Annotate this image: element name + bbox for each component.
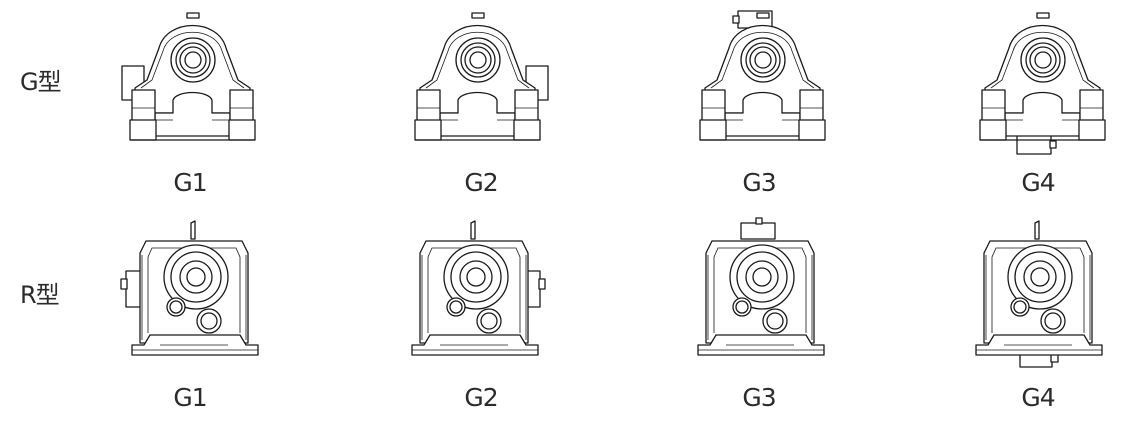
input-shaft-inner <box>480 312 498 330</box>
hollow-shaft-bore <box>1034 51 1052 69</box>
hollow-shaft-bore <box>754 51 772 69</box>
caption-g-type-g1: G1 <box>173 168 207 197</box>
housing-inner-edge <box>425 31 530 89</box>
output-flange-inner <box>459 260 493 294</box>
g-type-g4-drawing <box>965 8 1120 160</box>
hollow-shaft-bore <box>469 51 487 69</box>
base-block <box>1004 91 1081 137</box>
hollow-shaft-bore <box>184 51 202 69</box>
vent-plug <box>186 12 200 19</box>
cable-gland <box>120 278 128 290</box>
caption-g-type-g3: G3 <box>742 168 776 197</box>
intermediate-shaft-inner <box>449 300 463 314</box>
housing-inner-edge <box>140 31 245 89</box>
caption-r-type-g1: G1 <box>173 383 207 412</box>
hub-ring <box>460 42 496 78</box>
hub-ring-inner <box>179 46 207 74</box>
r-type-g1-drawing <box>118 215 268 375</box>
base-block <box>724 91 801 137</box>
vent-plug <box>1034 220 1040 240</box>
caption-g-type-g2: G2 <box>464 168 498 197</box>
vent-plug <box>190 220 196 240</box>
r-type-g2-drawing <box>398 215 548 375</box>
caption-r-type-g2: G2 <box>464 383 498 412</box>
cable-gland <box>732 15 740 24</box>
hub-ring <box>175 42 211 78</box>
output-shaft <box>752 267 772 287</box>
output-flange <box>736 251 788 303</box>
output-flange <box>170 251 222 303</box>
output-shaft <box>1030 267 1050 287</box>
output-flange <box>1014 251 1066 303</box>
g-type-g2-drawing <box>400 8 555 160</box>
row-label-r-type: R型 <box>20 281 60 309</box>
left-foot <box>699 119 727 141</box>
output-flange-inner <box>1023 260 1057 294</box>
cable-gland <box>755 217 763 225</box>
hub-ring <box>745 42 781 78</box>
hub-ring-inner <box>749 46 777 74</box>
terminal-box <box>740 222 776 240</box>
left-foot <box>129 119 157 141</box>
output-flange <box>450 251 502 303</box>
hub-ring-inner <box>464 46 492 74</box>
output-shaft <box>186 267 206 287</box>
right-foot <box>228 119 256 141</box>
vent-plug <box>471 12 485 19</box>
intermediate-shaft-inner <box>1013 300 1027 314</box>
r-type-g3-drawing <box>684 215 834 375</box>
row-label-g-type: G型 <box>20 68 62 96</box>
intermediate-shaft-inner <box>169 300 183 314</box>
vent-plug <box>756 12 770 19</box>
base-block <box>439 91 516 137</box>
housing-inner-edge <box>710 31 815 89</box>
g-type-g1-drawing <box>115 8 270 160</box>
input-shaft-inner <box>1044 312 1062 330</box>
housing-inner-edge <box>990 31 1095 89</box>
cable-gland <box>538 278 546 290</box>
vent-plug <box>1036 12 1050 19</box>
hub-ring-inner <box>1029 46 1057 74</box>
r-type-g4-drawing <box>962 215 1112 375</box>
intermediate-shaft-inner <box>735 300 749 314</box>
base-block <box>154 91 231 137</box>
left-foot <box>979 119 1007 141</box>
terminal-box <box>1016 133 1052 155</box>
output-shaft <box>466 267 486 287</box>
input-shaft-inner <box>766 312 784 330</box>
vent-plug <box>470 220 476 240</box>
output-flange-inner <box>745 260 779 294</box>
output-flange-inner <box>179 260 213 294</box>
right-foot <box>798 119 826 141</box>
right-foot <box>513 119 541 141</box>
hub-ring <box>1025 42 1061 78</box>
left-foot <box>414 119 442 141</box>
input-shaft-inner <box>200 312 218 330</box>
caption-r-type-g4: G4 <box>1021 383 1055 412</box>
caption-r-type-g3: G3 <box>742 383 776 412</box>
g-type-g3-drawing <box>685 8 840 160</box>
cable-gland <box>1049 140 1057 149</box>
caption-g-type-g4: G4 <box>1021 168 1055 197</box>
right-foot <box>1078 119 1106 141</box>
